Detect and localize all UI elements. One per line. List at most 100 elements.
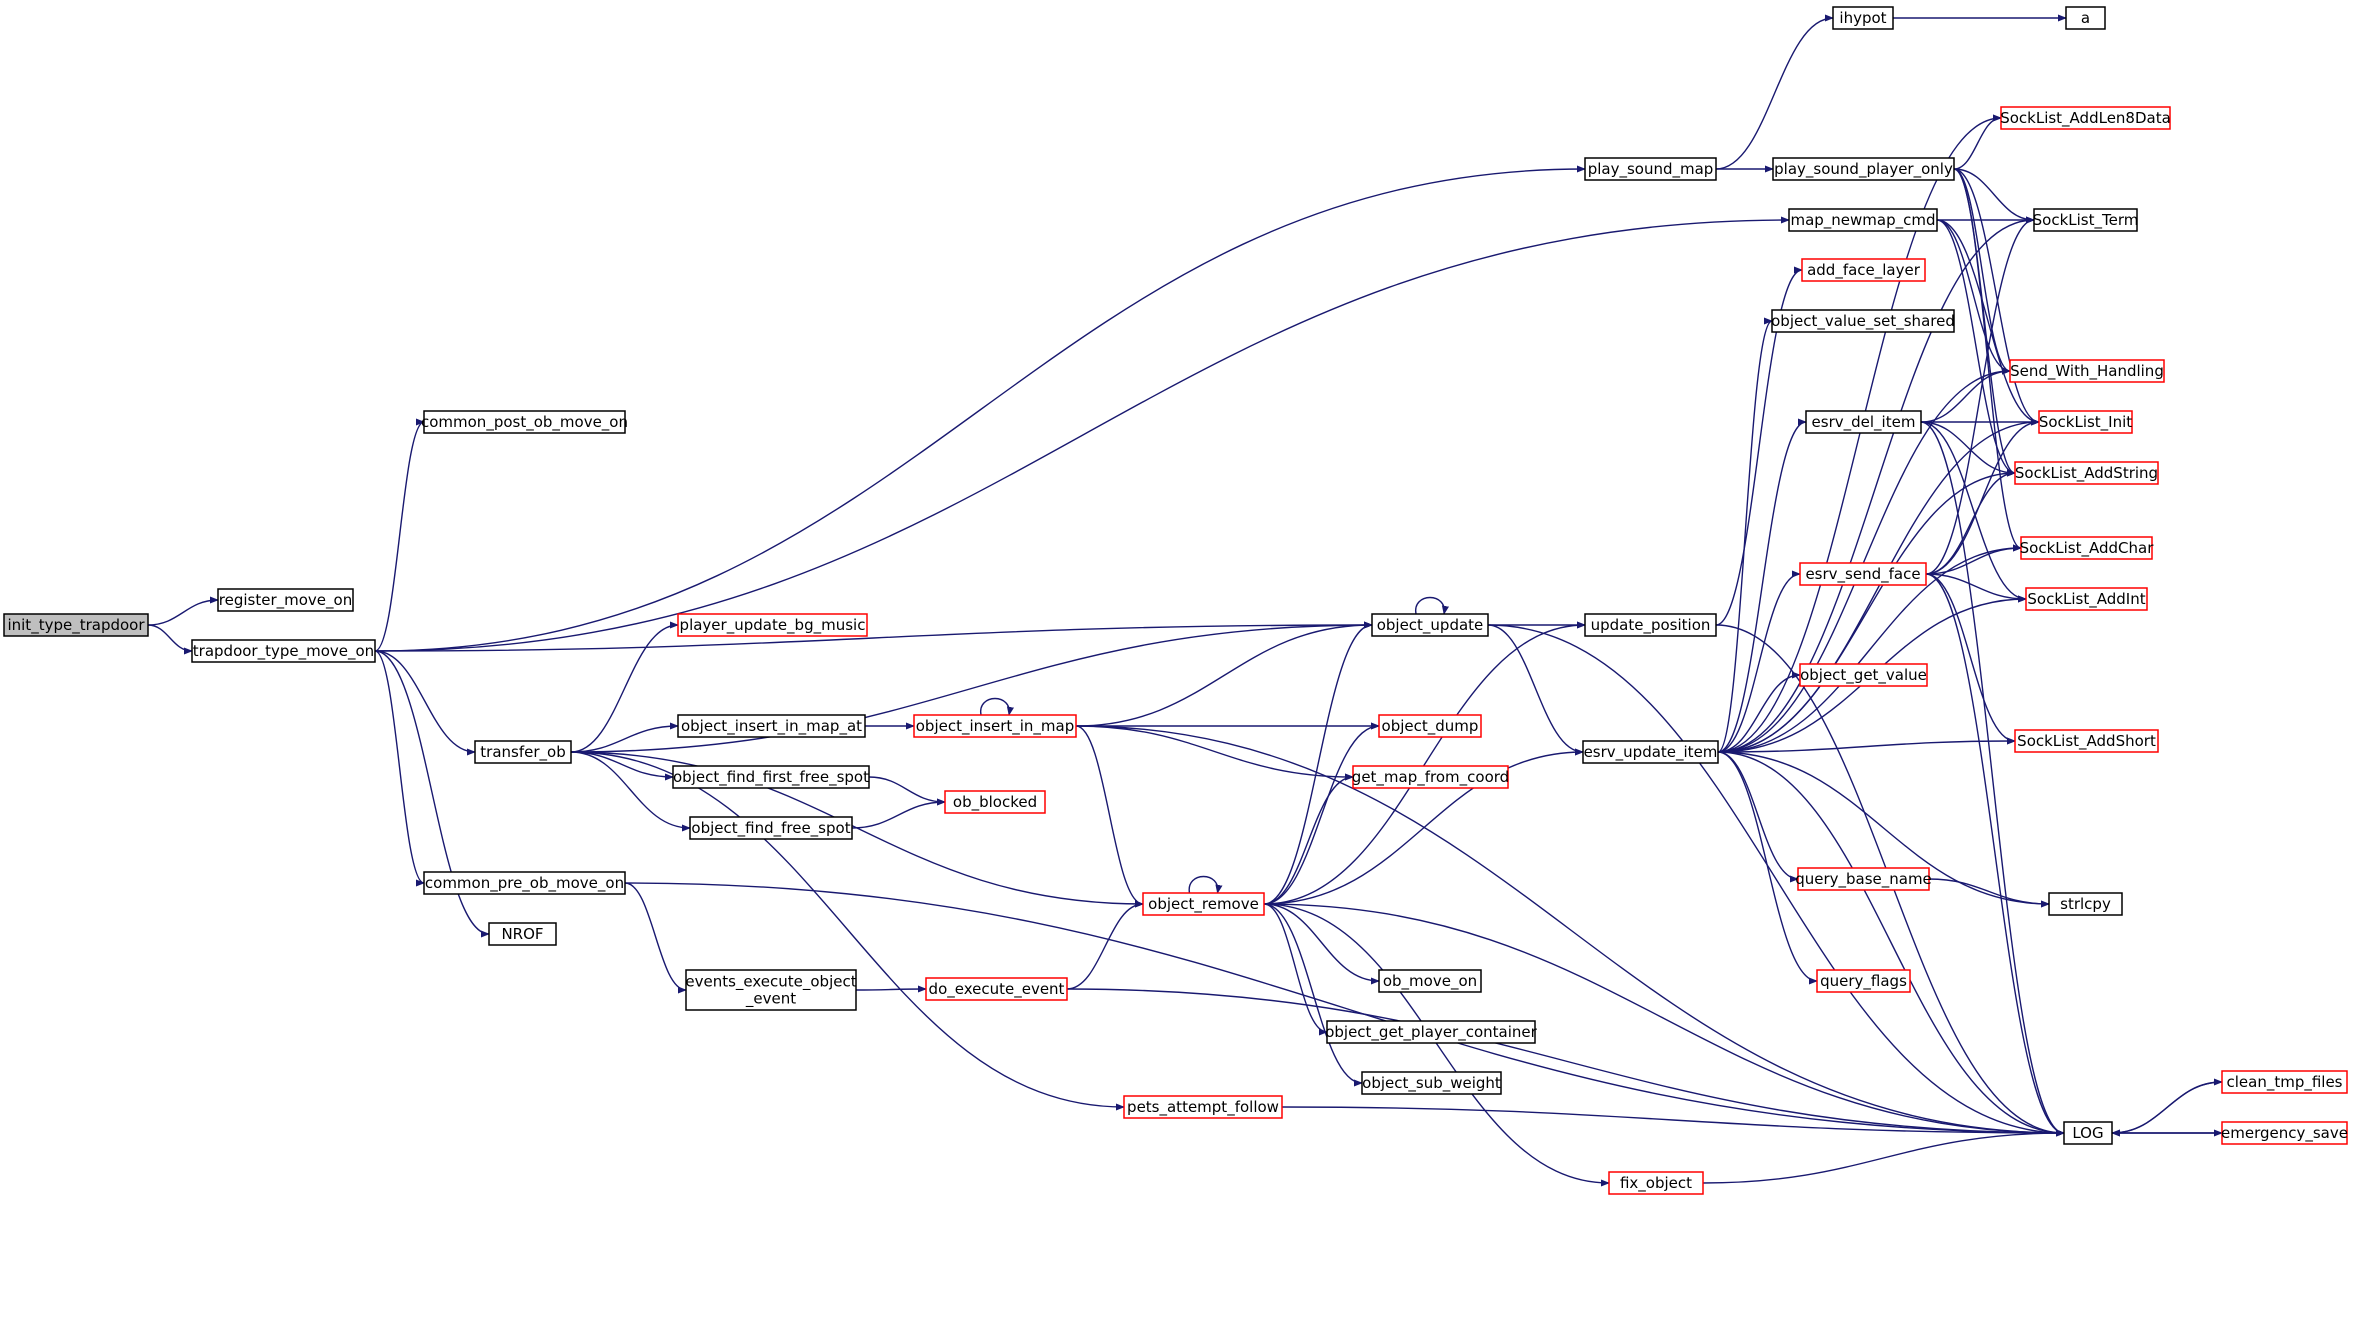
node-object-find-first-free-spot[interactable]: object_find_first_free_spot [672, 765, 870, 789]
edge-esrv-update-item-to-send-with-handling [1717, 367, 2011, 753]
node-label: object_get_player_container [1325, 1023, 1537, 1042]
node-clean-tmp-files[interactable]: clean_tmp_files [2221, 1070, 2348, 1094]
node-box [191, 639, 376, 663]
node-box [672, 765, 870, 789]
node-pets-attempt-follow[interactable]: pets_attempt_follow [1123, 1095, 1283, 1119]
node-socklist-addshort[interactable]: SockList_AddShort [2014, 729, 2159, 753]
node-ob-move-on[interactable]: ob_move_on [1378, 969, 1482, 993]
node-ob-blocked[interactable]: ob_blocked [944, 790, 1046, 814]
edge-esrv-update-item-to-socklist-term [1717, 216, 2035, 753]
edge-esrv-del-item-to-socklist-addint [1920, 421, 2027, 603]
node-trapdoor-type-move-on[interactable]: trapdoor_type_move_on [191, 639, 376, 663]
node-map-newmap-cmd[interactable]: map_newmap_cmd [1788, 208, 1938, 232]
node-label: object_find_first_free_spot [673, 768, 869, 787]
edges-layer [147, 14, 2223, 1187]
node-label: ihypot [1839, 9, 1886, 27]
node-label: add_face_layer [1807, 261, 1921, 280]
edge-events-execute-object-event-to-do-execute-event [855, 985, 927, 993]
node-label: object_dump [1382, 717, 1479, 736]
node-box [685, 969, 857, 1011]
node-fix-object[interactable]: fix_object [1608, 1171, 1704, 1195]
node-transfer-ob[interactable]: transfer_ob [474, 740, 572, 764]
edge-esrv-update-item-to-object-get-value [1717, 671, 1801, 753]
edge-esrv-update-item-to-socklist-addchar [1717, 544, 2022, 753]
edge-map-newmap-cmd-to-socklist-init [1936, 219, 2040, 426]
node-label: transfer_ob [480, 743, 565, 762]
node-label: common_post_ob_move_on [421, 413, 628, 432]
node-object-get-value[interactable]: object_get_value [1799, 663, 1928, 687]
node-object-find-free-spot[interactable]: object_find_free_spot [689, 816, 853, 840]
edge-esrv-update-item-to-socklist-addstring [1717, 469, 2016, 753]
edge-do-execute-event-to-log [1066, 988, 2065, 1137]
node-object-insert-in-map[interactable]: object_insert_in_map [913, 714, 1077, 738]
node-socklist-addint[interactable]: SockList_AddInt [2025, 587, 2148, 611]
node-label: esrv_del_item [1812, 413, 1916, 432]
edge-object-remove-to-object-update [1263, 621, 1373, 905]
node-label: NROF [501, 925, 543, 943]
node-events-execute-object-event[interactable]: events_execute_object_event [685, 969, 857, 1011]
node-query-flags[interactable]: query_flags [1816, 969, 1911, 993]
node-object-remove[interactable]: object_remove [1142, 892, 1265, 916]
node-strlcpy[interactable]: strlcpy [2048, 892, 2123, 916]
node-label: SockList_Init [2039, 413, 2132, 432]
node-send-with-handling[interactable]: Send_With_Handling [2009, 359, 2165, 383]
node-box [2065, 6, 2106, 30]
node-get-map-from-coord[interactable]: get_map_from_coord [1352, 765, 1509, 789]
node-socklist-addlen8data[interactable]: SockList_AddLen8Data [2000, 106, 2171, 130]
node-socklist-init[interactable]: SockList_Init [2038, 410, 2133, 434]
node-esrv-del-item[interactable]: esrv_del_item [1805, 410, 1922, 434]
edge-trapdoor-type-move-on-to-map-newmap-cmd [374, 216, 1790, 652]
node-label: update_position [1591, 616, 1711, 635]
node-box [2009, 359, 2165, 383]
node-label: LOG [2072, 1124, 2103, 1142]
node-box [1832, 6, 1894, 30]
node-label: SockList_AddChar [2020, 539, 2155, 558]
edge-transfer-ob-to-object-find-free-spot [570, 751, 691, 832]
node-object-get-player-container[interactable]: object_get_player_container [1325, 1020, 1538, 1044]
node-update-position[interactable]: update_position [1584, 613, 1717, 637]
node-player-update-bg-music[interactable]: player_update_bg_music [677, 613, 868, 637]
node-label: init_type_trapdoor [7, 616, 145, 635]
node-esrv-send-face[interactable]: esrv_send_face [1799, 562, 1927, 586]
node-register-move-on[interactable]: register_move_on [217, 588, 354, 612]
node-box [1361, 1071, 1502, 1095]
edge-fix-object-to-log [1702, 1129, 2065, 1184]
node-nrof[interactable]: NROF [488, 922, 557, 946]
node-object-update[interactable]: object_update [1371, 613, 1489, 637]
node-label: player_update_bg_music [680, 616, 866, 635]
node-play-sound-player-only[interactable]: play_sound_player_only [1772, 157, 1955, 181]
nodes-layer: init_type_trapdoor register_move_ontrapdo… [3, 6, 2348, 1195]
node-box [2033, 208, 2138, 232]
node-box [1326, 1020, 1536, 1044]
node-socklist-term[interactable]: SockList_Term [2033, 208, 2139, 232]
node-play-sound-map[interactable]: play_sound_map [1584, 157, 1717, 181]
node-emergency-save[interactable]: emergency_save [2221, 1121, 2348, 1145]
node-box [1142, 892, 1265, 916]
node-label: play_sound_player_only [1774, 160, 1953, 179]
node-label: SockList_Term [2033, 211, 2139, 230]
node-esrv-update-item[interactable]: esrv_update_item [1582, 740, 1719, 764]
edge-object-update-to-object-update [1415, 597, 1449, 615]
node-object-sub-weight[interactable]: object_sub_weight [1361, 1071, 1502, 1095]
node-common-post-ob-move-on[interactable]: common_post_ob_move_on [421, 410, 628, 434]
node-label: object_insert_in_map [916, 717, 1075, 736]
edge-esrv-del-item-to-send-with-handling [1920, 367, 2011, 423]
node-socklist-addchar[interactable]: SockList_AddChar [2020, 536, 2155, 560]
edge-common-pre-ob-move-on-to-events-execute-object-event [624, 882, 687, 994]
edge-init-type-trapdoor-to-register-move-on [147, 596, 219, 626]
node-socklist-addstring[interactable]: SockList_AddString [2014, 461, 2159, 485]
edge-object-remove-to-update-position [1263, 621, 1586, 905]
node-ihypot[interactable]: ihypot [1832, 6, 1894, 30]
node-object-value-set-shared[interactable]: object_value_set_shared [1771, 309, 1955, 333]
node-box [2000, 106, 2171, 130]
node-query-base-name[interactable]: query_base_name [1795, 867, 1932, 891]
edge-update-position-to-add-face-layer [1715, 266, 1803, 626]
node-a[interactable]: a [2065, 6, 2106, 30]
node-object-dump[interactable]: object_dump [1378, 714, 1482, 738]
node-log[interactable]: LOG [2063, 1121, 2113, 1145]
node-object-insert-in-map-at[interactable]: object_insert_in_map_at [677, 714, 866, 738]
node-add-face-layer[interactable]: add_face_layer [1801, 258, 1926, 282]
node-label: strlcpy [2060, 895, 2111, 913]
node-common-pre-ob-move-on[interactable]: common_pre_ob_move_on [423, 871, 626, 895]
node-do-execute-event[interactable]: do_execute_event [925, 977, 1068, 1001]
